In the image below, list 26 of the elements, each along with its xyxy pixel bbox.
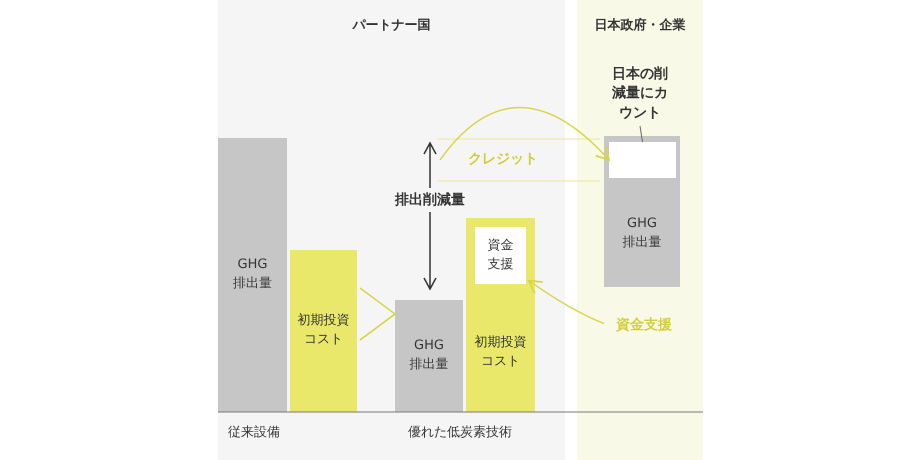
- arrow: [439, 106, 610, 161]
- region-panel: [577, 0, 703, 460]
- bar-label: GHG排出量: [408, 337, 450, 374]
- axis-label: 従来設備: [228, 424, 280, 441]
- chevron-arrow: [359, 287, 396, 341]
- stacked-bar: [466, 218, 535, 412]
- region-panel: [218, 0, 565, 460]
- leader-line: [640, 126, 643, 142]
- region-heading: 日本政府・企業: [594, 16, 686, 34]
- bar-label: GHG排出量: [622, 214, 662, 252]
- measure-label: 排出削減量: [393, 188, 467, 212]
- stacked-bar: [395, 300, 463, 412]
- bar-label: 初期投資コスト: [296, 312, 350, 349]
- bar-label: GHG排出量: [232, 256, 273, 293]
- stacked-bar: [604, 136, 680, 287]
- callout-text: 日本の削減量にカウント: [611, 64, 669, 123]
- callout-text: 資金支援: [616, 316, 672, 336]
- region-heading: パートナー国: [351, 17, 432, 34]
- arrow: [528, 280, 604, 324]
- stacked-bar: [218, 138, 287, 412]
- axis-label: 優れた低炭素技術: [408, 424, 512, 441]
- bar-label: 初期投資コスト: [473, 334, 528, 370]
- blank-box: [609, 142, 676, 178]
- stacked-bar: [472, 224, 529, 287]
- stacked-bar: [290, 250, 357, 412]
- bar-label: 資金支援: [486, 236, 514, 274]
